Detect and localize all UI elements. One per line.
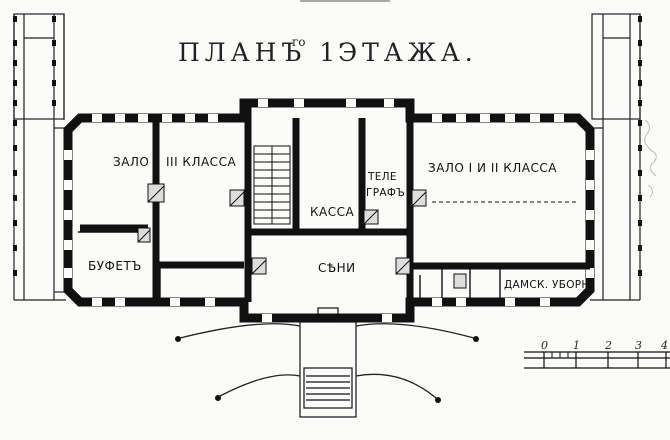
- room-label-buffet: БУФЕТЪ: [88, 259, 142, 273]
- driveway-curves: [179, 323, 475, 399]
- scale-tick-2: 2: [604, 339, 612, 352]
- plan-title-suffix: ЭТАЖА.: [338, 38, 478, 67]
- right-platform-posts: [638, 16, 642, 276]
- interior-wall-thin: [78, 231, 501, 298]
- scale-bar: [524, 351, 670, 369]
- room-label-telegraph-b: ГРАФЪ: [366, 187, 405, 199]
- room-label-hall-3rd-b: III КЛАССА: [166, 155, 236, 169]
- pencil-marks: [644, 119, 657, 198]
- room-label-ladies-toilet: ДАМСК. УБОРН.: [504, 279, 593, 291]
- stoves: [137, 183, 467, 289]
- room-label-hall-1-2: ЗАЛО I И II КЛАССА: [428, 161, 557, 175]
- room-label-hall-3rd-a: ЗАЛО: [113, 155, 149, 169]
- entrance-porch: [299, 307, 357, 418]
- left-platform: [13, 13, 70, 301]
- room-label-telegraph-a: ТЕЛЕ: [367, 171, 397, 183]
- driveway-bollards: [175, 336, 479, 403]
- plan-title: ПЛАНЪ 1: [178, 38, 340, 67]
- stove-hatching: [137, 185, 427, 275]
- plan-title-superscript: го: [292, 35, 306, 49]
- room-label-vestibule: СѢНИ: [318, 261, 356, 275]
- scale-tick-0: 0: [541, 339, 548, 352]
- scale-tick-1: 1: [573, 339, 580, 352]
- window-openings: [64, 99, 594, 322]
- left-platform-posts: [13, 16, 56, 276]
- right-platform: [590, 13, 641, 301]
- scale-tick-4: 4: [660, 339, 668, 352]
- room-label-cashier: КАССА: [310, 205, 354, 219]
- scale-tick-3: 3: [635, 339, 642, 352]
- interior-stair: [253, 145, 291, 225]
